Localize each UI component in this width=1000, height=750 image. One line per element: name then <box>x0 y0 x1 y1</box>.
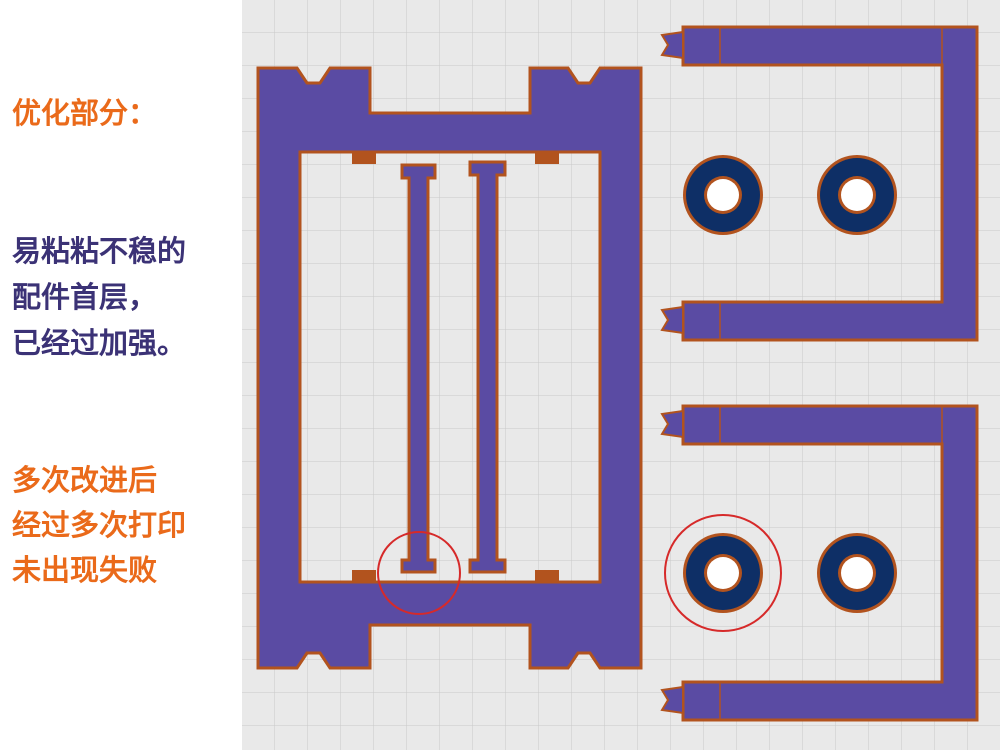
tested-line-1: 多次改进后 <box>12 463 158 497</box>
reinforce-line-1: 易粘粘不稳的 <box>12 234 187 268</box>
frame-tab <box>352 570 376 582</box>
guide-rail-right[interactable] <box>468 160 507 574</box>
highlight-circle-bearing <box>664 514 782 632</box>
tested-line-3: 未出现失败 <box>12 553 158 587</box>
bearing-ring[interactable] <box>817 155 897 235</box>
frame-tab <box>535 570 559 582</box>
bearing-ring[interactable] <box>683 533 763 613</box>
annotation-panel: 优化部分： 易粘粘不稳的 配件首层， 已经过加强。 多次改进后 经过多次打印 未… <box>0 0 242 750</box>
bracket-bottom[interactable] <box>660 404 979 722</box>
optimized-title: 优化部分： <box>12 96 158 130</box>
slicer-viewport[interactable] <box>242 0 1000 750</box>
frame-plate[interactable] <box>256 66 643 670</box>
highlight-circle-rail <box>377 531 461 615</box>
tested-line-2: 经过多次打印 <box>12 508 187 542</box>
bearing-ring[interactable] <box>817 533 897 613</box>
bearing-ring[interactable] <box>683 155 763 235</box>
bracket-top[interactable] <box>660 25 979 342</box>
guide-rail-left[interactable] <box>400 163 437 574</box>
reinforce-line-3: 已经过加强。 <box>12 326 187 360</box>
frame-tab <box>535 152 559 164</box>
reinforce-line-2: 配件首层， <box>12 280 158 314</box>
frame-tab <box>352 152 376 164</box>
